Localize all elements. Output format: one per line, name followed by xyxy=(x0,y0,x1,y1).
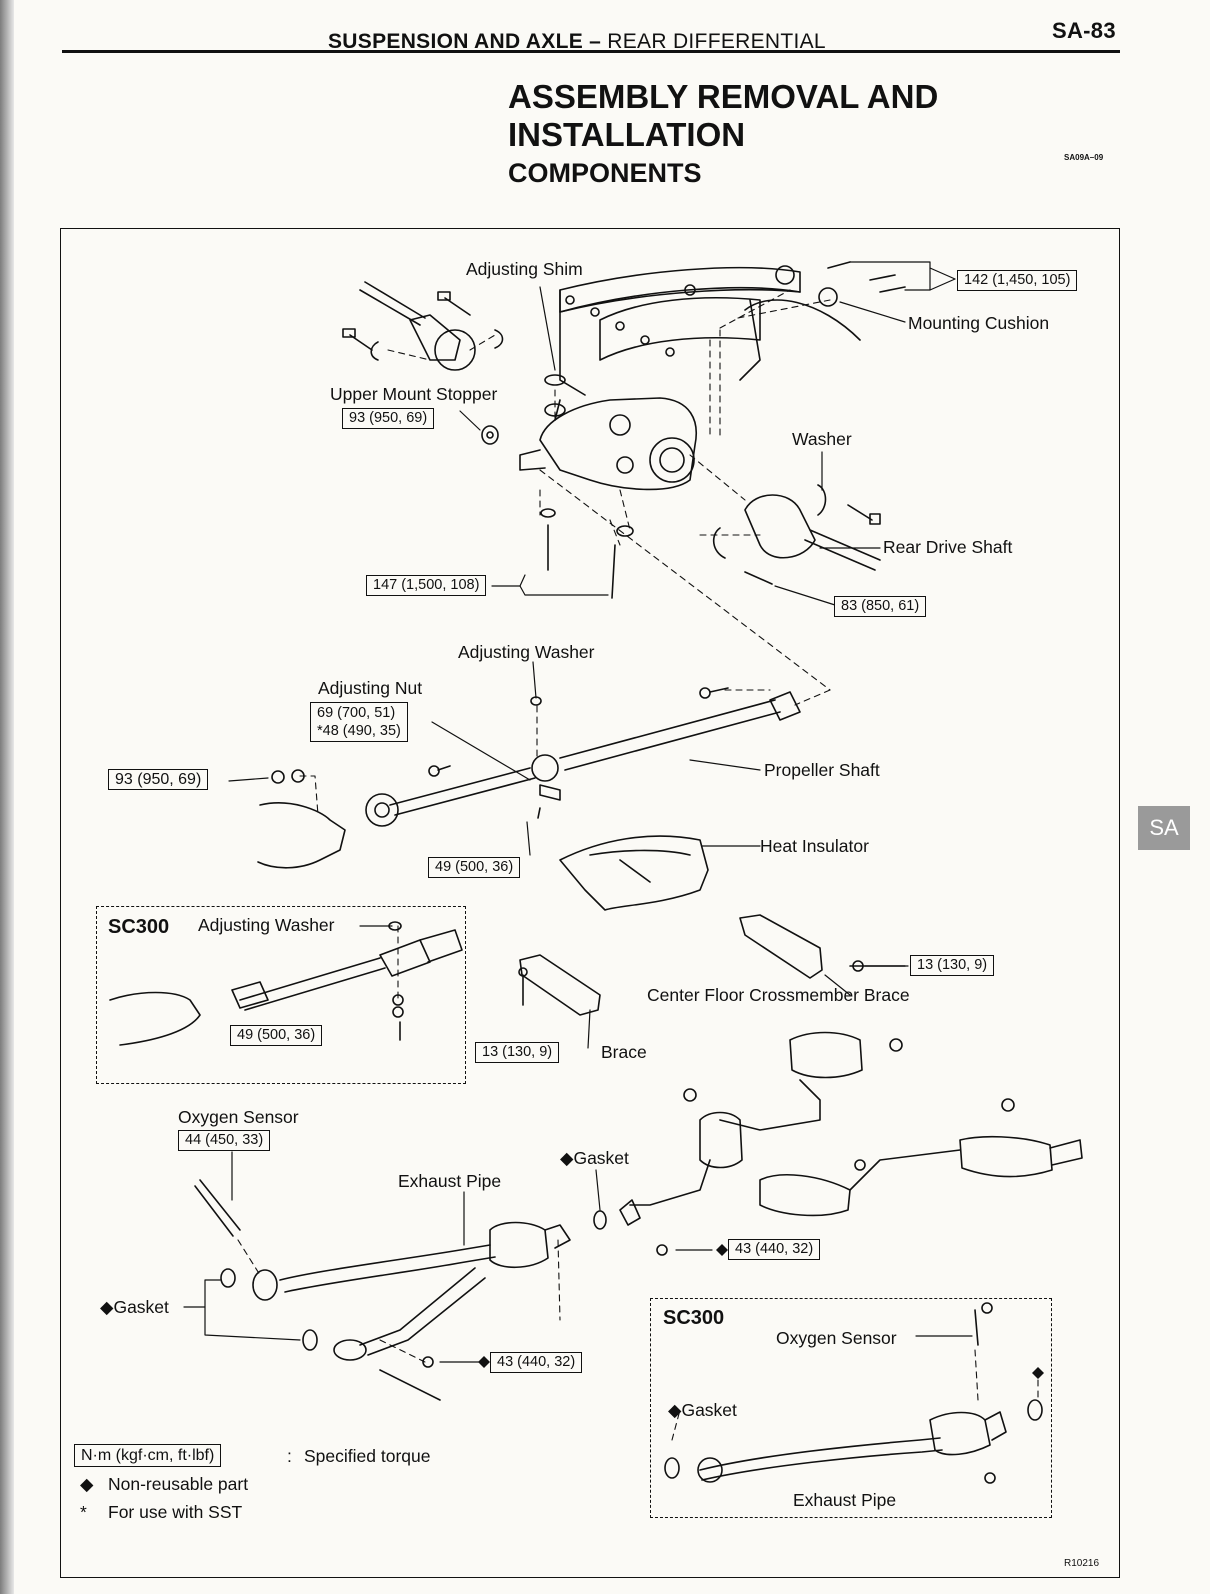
lower-exhaust-pipe-drawing xyxy=(194,1179,668,1401)
header-rule xyxy=(62,50,1120,53)
torque-147: 147 (1,500, 108) xyxy=(366,575,487,596)
section-code: SA09A–09 xyxy=(1064,153,1104,162)
torque-49-propeller: 49 (500, 36) xyxy=(428,857,521,878)
label-oxygen-sensor: Oxygen Sensor xyxy=(178,1107,299,1127)
label-gasket-top: ◆Gasket xyxy=(560,1148,629,1168)
propeller-shaft-drawing xyxy=(271,687,801,827)
label-adjusting-washer: Adjusting Washer xyxy=(458,642,595,662)
label-sc300-exhaust-pipe: Exhaust Pipe xyxy=(793,1490,897,1510)
braces-drawing xyxy=(518,914,906,1016)
torque-49-sc300: 49 (500, 36) xyxy=(230,1025,323,1046)
legend-non-reusable: Non-reusable part xyxy=(108,1474,249,1494)
torque-43-front: 43 (440, 32) xyxy=(490,1352,583,1373)
label-mounting-cushion: Mounting Cushion xyxy=(908,313,1050,333)
section-tab: SA xyxy=(1138,806,1190,850)
label-adjusting-nut: Adjusting Nut xyxy=(318,678,423,698)
rear-drive-shaft-drawing xyxy=(712,484,881,585)
header-section: SUSPENSION AND AXLE – REAR DIFFERENTIAL xyxy=(328,30,826,54)
exhaust-system-drawing xyxy=(593,1031,1083,1230)
torque-43-rear: 43 (440, 32) xyxy=(728,1239,821,1260)
torque-93-lower: 93 (950, 69) xyxy=(108,769,209,790)
header-section-text: SUSPENSION AND AXLE xyxy=(328,30,584,53)
torque-13-crossmember: 13 (130, 9) xyxy=(910,955,995,976)
torque-44: 44 (450, 33) xyxy=(178,1130,271,1151)
page-subtitle: COMPONENTS xyxy=(508,158,702,188)
sc300-exhaust-drawing xyxy=(664,1302,1043,1484)
legend-specified-torque: Specified torque xyxy=(304,1446,431,1466)
hand-sketch xyxy=(109,802,346,1046)
sc300-label-b: SC300 xyxy=(663,1307,725,1329)
figure-code: R10216 xyxy=(1064,1558,1100,1569)
label-rear-drive-shaft: Rear Drive Shaft xyxy=(883,537,1013,557)
page-title-line2: INSTALLATION xyxy=(508,116,746,153)
diamond-markers xyxy=(478,1244,1044,1379)
legend-unit-box: N·m (kgf·cm, ft·lbf) xyxy=(74,1444,222,1467)
torque-69: 69 (700, 51) xyxy=(317,705,396,721)
label-gasket-left: ◆Gasket xyxy=(100,1297,169,1317)
label-adjusting-shim: Adjusting Shim xyxy=(466,259,583,279)
sc300-label-a: SC300 xyxy=(108,916,170,938)
label-exhaust-pipe: Exhaust Pipe xyxy=(398,1171,502,1191)
torque-13-brace: 13 (130, 9) xyxy=(475,1042,560,1063)
torque-142: 142 (1,450, 105) xyxy=(957,270,1078,291)
dashed-guide-lines xyxy=(237,289,1039,1441)
mount-bolts-drawing xyxy=(540,261,906,599)
page-title-line1: ASSEMBLY REMOVAL AND xyxy=(508,78,939,115)
page-number: SA-83 xyxy=(1052,18,1116,43)
label-propeller-shaft: Propeller Shaft xyxy=(764,760,880,780)
torque-83: 83 (850, 61) xyxy=(834,596,927,617)
diagram-frame xyxy=(60,228,1120,1578)
left-drive-shaft-drawing xyxy=(342,281,504,371)
legend-diamond-icon: ◆ xyxy=(80,1474,94,1494)
sc300-propeller-drawing xyxy=(231,921,463,1041)
body-frame-drawing xyxy=(559,266,861,396)
label-sc300-gasket: ◆Gasket xyxy=(668,1400,737,1420)
label-brace: Brace xyxy=(601,1042,647,1062)
legend-colon: : xyxy=(287,1446,292,1466)
sc300-exhaust-inset xyxy=(650,1298,1052,1518)
sc300-propeller-inset xyxy=(96,906,466,1084)
legend-sst: For use with SST xyxy=(108,1502,243,1522)
torque-adjusting-nut: 69 (700, 51) *48 (490, 35) xyxy=(310,702,408,742)
label-sc300-adjusting-washer: Adjusting Washer xyxy=(198,915,335,935)
leader-lines xyxy=(183,261,973,1363)
torque-93-upper: 93 (950, 69) xyxy=(342,408,435,429)
heat-insulator-drawing xyxy=(559,835,709,911)
page-binding-shadow xyxy=(0,0,14,1594)
label-sc300-oxygen-sensor: Oxygen Sensor xyxy=(776,1328,897,1348)
differential-carrier-drawing xyxy=(481,374,697,491)
label-center-floor-crossmember-brace: Center Floor Crossmember Brace xyxy=(647,985,910,1005)
label-heat-insulator: Heat Insulator xyxy=(760,836,869,856)
label-upper-mount-stopper: Upper Mount Stopper xyxy=(330,384,498,404)
header-subsection: REAR DIFFERENTIAL xyxy=(607,30,826,53)
legend-star-icon: * xyxy=(80,1502,87,1522)
label-washer: Washer xyxy=(792,429,852,449)
torque-48-sst: *48 (490, 35) xyxy=(317,723,401,739)
header-dash: – xyxy=(589,30,602,53)
